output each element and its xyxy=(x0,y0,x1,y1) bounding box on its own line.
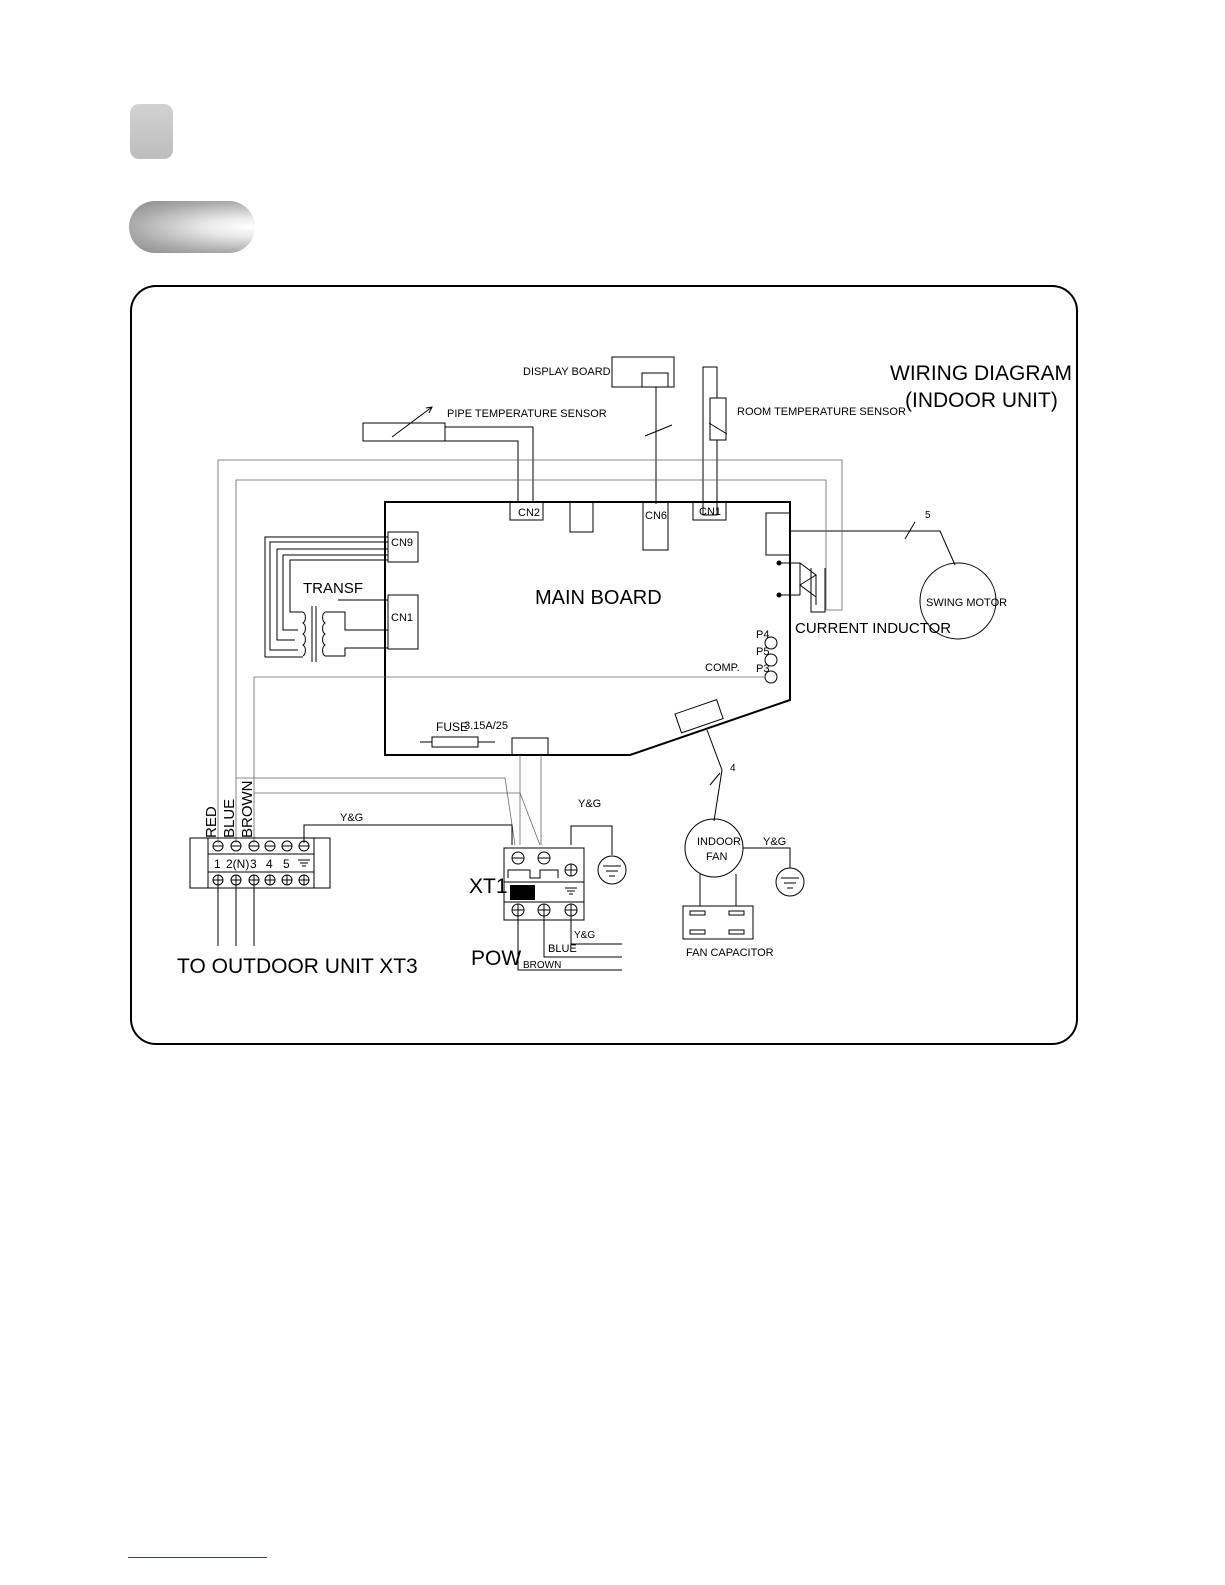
wire-red-label: RED xyxy=(203,806,220,838)
yg-wire-xt1 xyxy=(571,826,612,855)
fan-wire-count: 4 xyxy=(730,763,736,774)
terminal-label-1: 1 xyxy=(214,857,221,871)
fan-cable-slash xyxy=(710,773,720,785)
comp-wire xyxy=(254,677,765,843)
terminal-earth-icon xyxy=(298,860,310,866)
yg-wire-terminal xyxy=(304,825,512,845)
main-board-label: MAIN BOARD xyxy=(535,587,662,609)
swing-motor-cable xyxy=(790,531,955,565)
outdoor-leads xyxy=(218,885,254,946)
power-connector xyxy=(512,738,548,755)
xt1-screws xyxy=(512,852,577,916)
fuse xyxy=(432,737,478,747)
pipe-sensor-arrowhead xyxy=(426,407,432,413)
transformer-primary-coil xyxy=(303,612,305,656)
swing-motor-label: SWING MOTOR xyxy=(926,597,1007,609)
pipe-sensor-wire-a xyxy=(363,441,518,502)
xt1-earth-icon xyxy=(598,856,626,884)
fan-connector xyxy=(675,700,723,733)
unused-connector xyxy=(570,502,593,532)
power-conn-wires xyxy=(520,755,541,845)
yg-label-xt1: Y&G xyxy=(578,798,601,810)
room-sensor-label: ROOM TEMPERATURE SENSOR xyxy=(737,406,906,418)
cn1-top-label: CN1 xyxy=(699,506,721,518)
main-board-outline xyxy=(385,502,790,755)
terminal-label-4: 4 xyxy=(266,857,273,871)
p5-label: P5 xyxy=(756,646,769,658)
fan-earth-icon xyxy=(776,868,804,896)
xt1-switch-link xyxy=(508,870,558,878)
indoor-fan-motor xyxy=(685,819,743,877)
cn2-label: CN2 xyxy=(518,507,540,519)
indoor-fan-label-2: FAN xyxy=(706,851,727,863)
to-outdoor-label: TO OUTDOOR UNIT XT3 xyxy=(177,955,418,978)
pipe-sensor-arrow xyxy=(392,407,432,437)
pow-blue-label: BLUE xyxy=(548,943,577,955)
fan-capacitor-label: FAN CAPACITOR xyxy=(686,947,774,959)
terminal-label-2n: 2(N) xyxy=(226,857,249,871)
wire-blue-label: BLUE xyxy=(221,799,238,838)
fan-capacitor-terminals xyxy=(690,911,744,934)
pipe-sensor-wire-b xyxy=(445,427,533,502)
brown-to-xt1 xyxy=(254,793,540,845)
xt1-label: XT1 xyxy=(469,875,508,898)
current-inductor-label: CURRENT INDUCTOR xyxy=(795,620,951,637)
display-board-connector xyxy=(642,373,668,387)
yg-label-pow: Y&G xyxy=(574,930,595,941)
blue-to-xt1 xyxy=(236,778,515,845)
terminal-screws-top xyxy=(213,841,309,851)
yg-label-terminal: Y&G xyxy=(340,812,363,824)
terminal-block-center xyxy=(208,838,314,888)
terminal-screws-bottom xyxy=(213,875,309,885)
room-sensor-body xyxy=(710,398,726,440)
wire-brown-label: BROWN xyxy=(239,781,256,839)
p3-label: P3 xyxy=(756,663,769,675)
pipe-sensor-label: PIPE TEMPERATURE SENSOR xyxy=(447,408,607,420)
yg-wire-fan xyxy=(743,848,790,868)
cn9-label: CN9 xyxy=(391,537,413,549)
diagram-subtitle: (INDOOR UNIT) xyxy=(905,389,1058,412)
pow-brown-label: BROWN xyxy=(523,960,561,971)
fuse-rating: 3.15A/25 xyxy=(464,720,508,732)
terminal-label-3: 3 xyxy=(250,857,257,871)
fan-cable xyxy=(707,730,722,821)
display-board xyxy=(612,357,674,387)
fan-capacitor-leads xyxy=(700,874,736,906)
indoor-fan-label-1: INDOOR xyxy=(697,836,741,848)
inductor-wires xyxy=(779,563,816,597)
pipe-sensor-body xyxy=(363,423,445,441)
p4-label: P4 xyxy=(756,629,769,641)
comp-label: COMP. xyxy=(705,662,740,674)
transformer-secondary-coil xyxy=(323,612,325,656)
yg-label-fan: Y&G xyxy=(763,836,786,848)
terminal-label-5: 5 xyxy=(283,857,290,871)
display-board-label: DISPLAY BOARD xyxy=(523,366,611,378)
cn1-left-wires xyxy=(325,600,388,656)
footer-link-underline[interactable] xyxy=(128,1557,267,1558)
transformer-label: TRANSF xyxy=(303,580,363,597)
cn6-label: CN6 xyxy=(645,510,667,522)
current-inductor-loop xyxy=(811,568,825,612)
p3-terminal xyxy=(765,671,777,683)
swing-motor-connector xyxy=(766,513,790,555)
diagram-title: WIRING DIAGRAM xyxy=(890,362,1072,385)
display-cable-slash xyxy=(645,425,672,436)
swing-wire-count: 5 xyxy=(925,510,931,521)
xt1-fuse-slot xyxy=(510,885,535,900)
room-sensor-lead xyxy=(703,367,717,515)
cn1-left-label: CN1 xyxy=(391,612,413,624)
pow-label: POW xyxy=(471,947,521,970)
cn9-wires xyxy=(265,537,388,657)
